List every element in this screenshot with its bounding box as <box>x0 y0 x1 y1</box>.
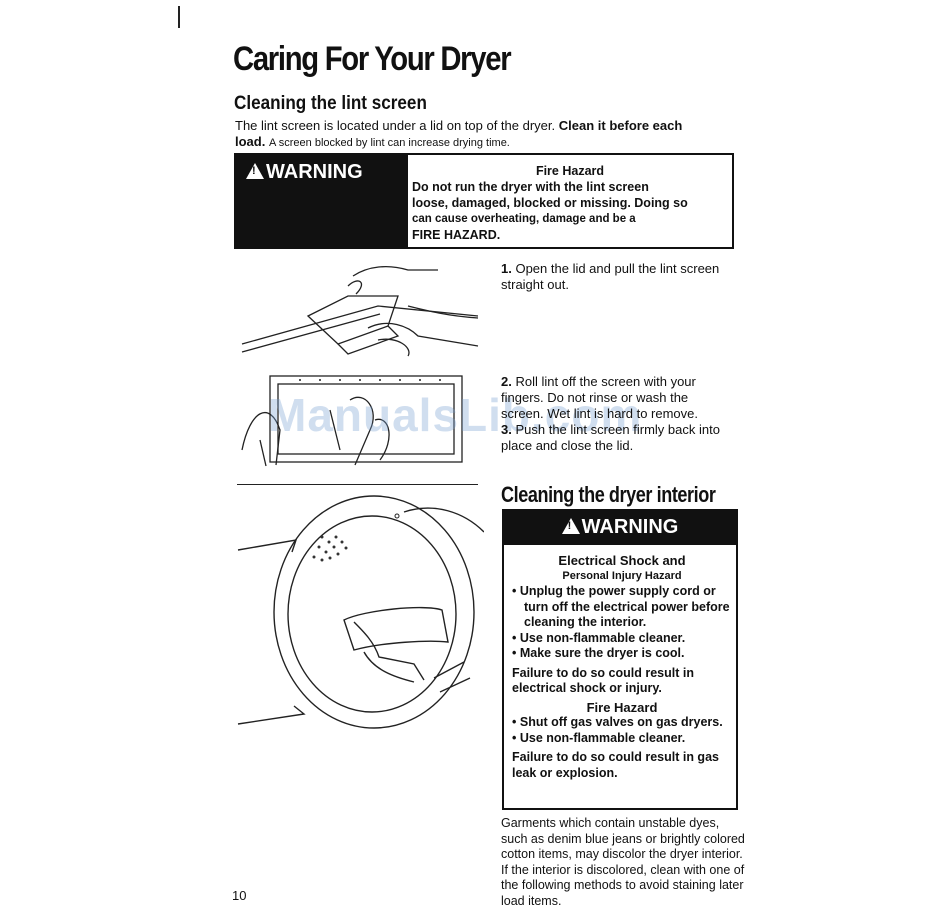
warning-heading: Electrical Shock and <box>558 553 686 568</box>
warning-heading: Fire Hazard <box>535 164 605 178</box>
warning-label-box: WARNING <box>504 511 736 545</box>
intro-tail: A screen blocked by lint can increase dr… <box>268 137 510 149</box>
warning-bullet: • Unplug the power supply cord or turn o… <box>512 584 730 629</box>
warning-result: Failure to do so could result in electri… <box>512 665 694 696</box>
lint-section-heading: Cleaning the lint screen <box>234 93 427 114</box>
section-divider <box>237 484 478 485</box>
step-text: Roll lint off the screen with your finge… <box>501 374 699 421</box>
step-text: Open the lid and pull the lint screen st… <box>501 261 720 292</box>
lint-screen-illustration <box>241 375 463 467</box>
warning-bullet: • Use non-flammable cleaner. <box>512 730 686 745</box>
page-title: Caring For Your Dryer <box>233 40 512 78</box>
warning-body: Electrical Shock and Personal Injury Haz… <box>512 553 732 781</box>
warning-label-box: WARNING <box>236 155 408 247</box>
step-1: 1. Open the lid and pull the lint screen… <box>501 261 731 293</box>
warning-heading: Fire Hazard <box>586 699 658 715</box>
step-text: Push the lint screen firmly back into pl… <box>501 422 720 453</box>
warning-label: WARNING <box>266 161 363 183</box>
intro-text: The lint screen is located under a lid o… <box>235 118 556 133</box>
warning-line: loose, damaged, blocked or missing. Doin… <box>412 196 688 210</box>
warning-bullet: • Use non-flammable cleaner. <box>512 630 686 645</box>
watermark: ManualsLib.com <box>268 389 643 441</box>
warning-bullet: • Make sure the dryer is cool. <box>512 646 685 660</box>
lint-intro: The lint screen is located under a lid o… <box>235 118 715 151</box>
page-number: 10 <box>232 888 247 903</box>
warning-box-fire: WARNING Fire Hazard Do not run the dryer… <box>234 153 734 249</box>
warning-body: Fire Hazard Do not run the dryer with th… <box>412 163 728 243</box>
step-number: 3. <box>501 422 512 437</box>
warning-result: Failure to do so could result in gas lea… <box>512 750 719 780</box>
dryer-drum-illustration <box>237 495 484 729</box>
step-number: 1. <box>501 261 512 276</box>
warning-line: can cause overheating, damage and be a <box>412 213 636 225</box>
warning-line: FIRE HAZARD. <box>412 228 501 242</box>
lint-screen-lid-illustration <box>241 265 479 357</box>
step-2: 2. Roll lint off the screen with your fi… <box>501 374 731 422</box>
warning-triangle-icon <box>561 518 580 534</box>
intro-bold: Clean it before each load. <box>235 118 683 149</box>
interior-section-heading: Cleaning the dryer interior <box>501 482 716 507</box>
step-number: 2. <box>501 374 512 389</box>
warning-label: WARNING <box>581 516 679 538</box>
warning-subheading: Personal Injury Hazard <box>562 569 682 582</box>
margin-mark <box>178 6 180 28</box>
warning-line: Do not run the dryer with the lint scree… <box>412 180 649 194</box>
garments-paragraph: Garments which contain unstable dyes, su… <box>501 816 745 908</box>
warning-triangle-icon <box>246 163 264 179</box>
step-3: 3. Push the lint screen firmly back into… <box>501 422 731 454</box>
warning-bullet: • Shut off gas valves on gas dryers. <box>512 715 723 729</box>
warning-box-interior: WARNING Electrical Shock and Personal In… <box>502 509 738 810</box>
